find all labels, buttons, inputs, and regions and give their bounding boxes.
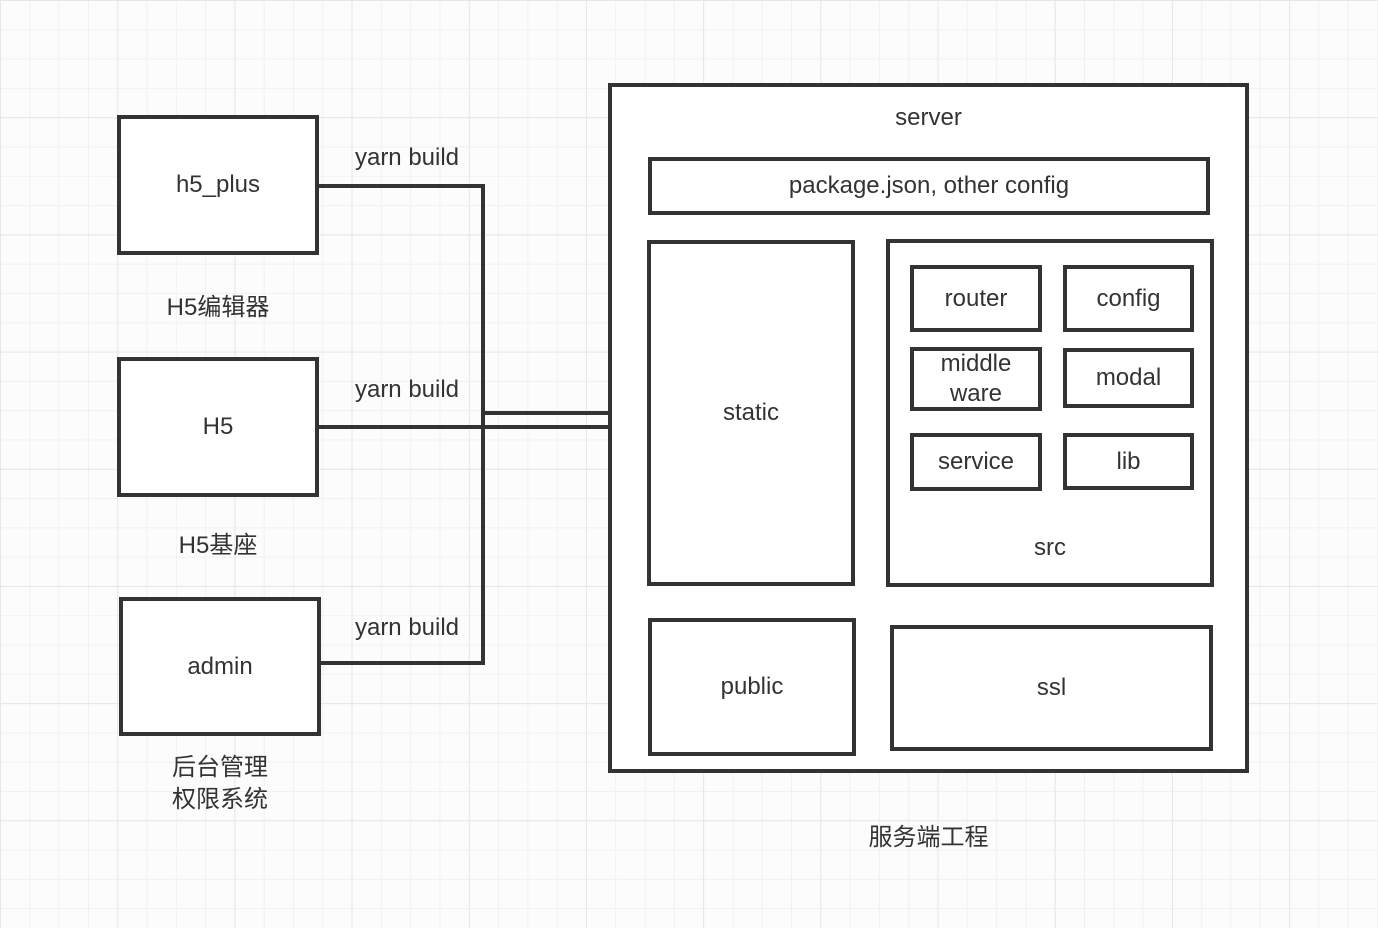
caption-server: 服务端工程 (868, 824, 989, 851)
node-public: public (648, 618, 856, 756)
node-admin: admin (119, 597, 321, 736)
server-title: server (895, 104, 962, 131)
node-h5: H5 (117, 357, 319, 497)
edge-h5plus-admin-trunk (318, 184, 485, 665)
node-h5-plus: h5_plus (117, 115, 319, 255)
edge-label-yarn-build-1: yarn build (354, 144, 460, 171)
edge-label-yarn-build-2: yarn build (354, 376, 460, 403)
src-label: src (1034, 534, 1066, 561)
caption-h5: H5基座 (178, 532, 258, 559)
node-service: service (910, 433, 1042, 491)
node-ssl: ssl (890, 625, 1213, 751)
node-middleware: middle ware (910, 347, 1042, 411)
node-modal: modal (1063, 348, 1194, 408)
node-package-config: package.json, other config (648, 157, 1210, 215)
node-lib: lib (1063, 433, 1194, 490)
node-static: static (647, 240, 855, 586)
edge-label-yarn-build-3: yarn build (354, 614, 460, 641)
caption-h5-plus: H5编辑器 (166, 294, 270, 321)
caption-admin: 后台管理 权限系统 (172, 754, 268, 813)
node-router: router (910, 265, 1042, 332)
node-config: config (1063, 265, 1194, 332)
